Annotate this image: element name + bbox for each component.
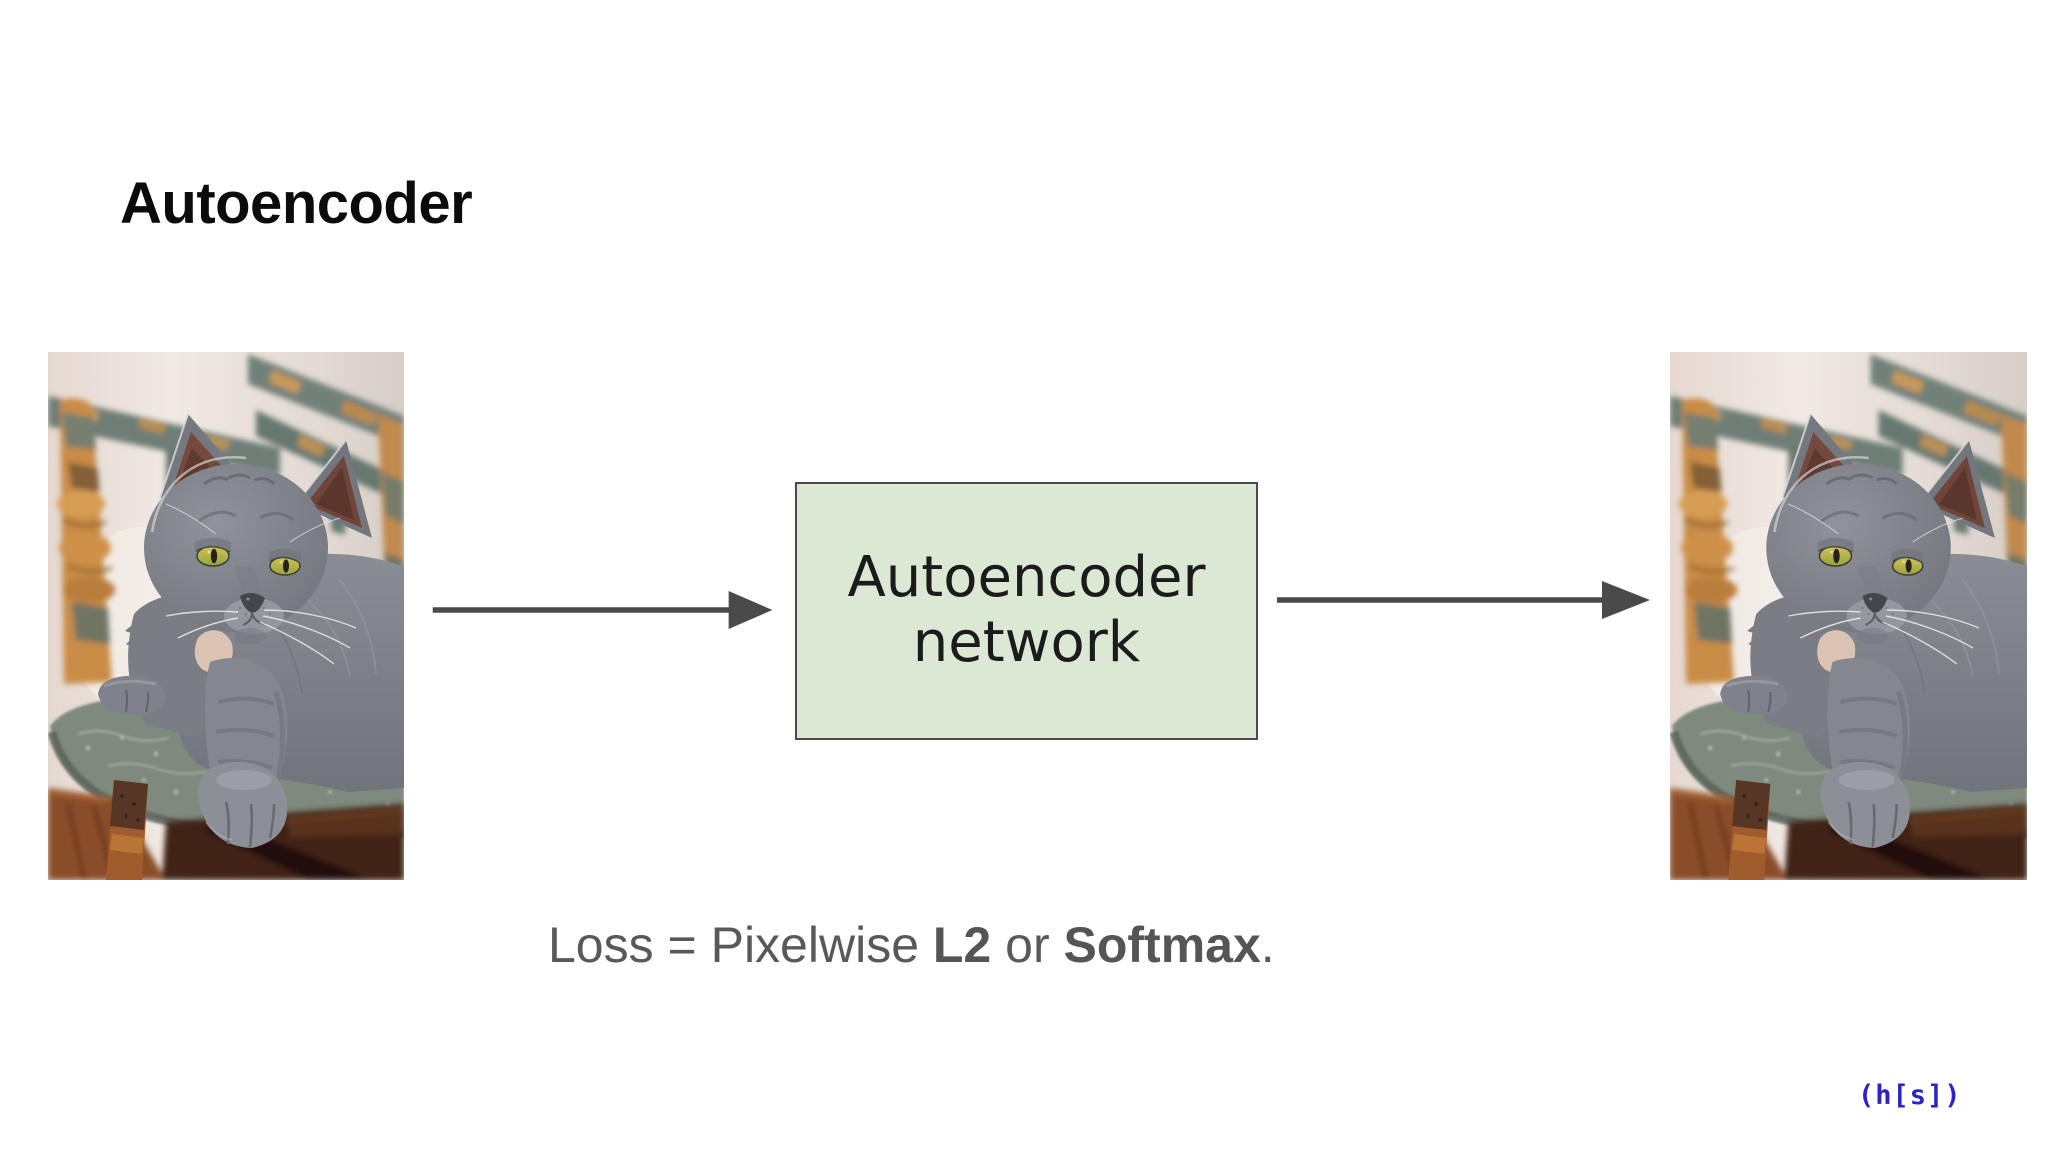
slide-title: Autoencoder [120, 171, 473, 236]
cat-on-chair-illustration [48, 352, 404, 880]
loss-caption-l2: L2 [932, 917, 992, 973]
autoencoder-network-label: Autoencoder network [847, 545, 1206, 676]
loss-caption-softmax: Softmax [1063, 917, 1261, 973]
loss-caption: Loss = Pixelwise L2 or Softmax. [548, 916, 1275, 974]
input-arrow-icon [430, 582, 776, 638]
loss-caption-middle: or [991, 917, 1064, 973]
output-arrow-icon [1274, 572, 1654, 628]
cat-on-chair-illustration [1670, 352, 2027, 880]
input-cat-image [48, 352, 404, 880]
autoencoder-network-box: Autoencoder network [795, 482, 1258, 740]
hs-logo: (h[s]) [1858, 1080, 1962, 1111]
loss-caption-prefix: Loss = Pixelwise [548, 917, 933, 973]
box-label-line2: network [912, 610, 1141, 675]
box-label-line1: Autoencoder [847, 545, 1206, 611]
output-cat-image [1670, 352, 2027, 880]
loss-caption-suffix: . [1260, 917, 1275, 973]
